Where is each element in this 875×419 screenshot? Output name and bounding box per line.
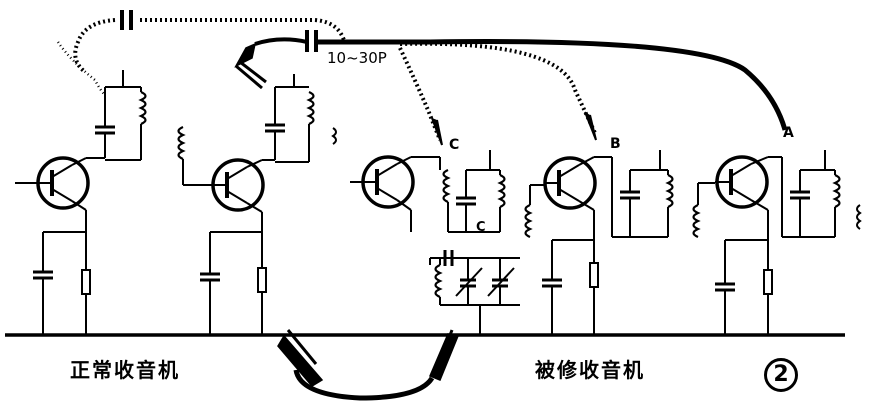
probe-lead-b xyxy=(399,41,597,134)
capacitor-c-label: C xyxy=(476,220,486,235)
transistor-qa-repair xyxy=(715,155,769,211)
alligator-clip-top xyxy=(234,42,267,90)
test-capacitor xyxy=(305,30,318,52)
transistor-qc-repair xyxy=(350,155,415,211)
transistor-qb-repair xyxy=(543,156,597,211)
alligator-clip-bottom-left xyxy=(277,329,324,387)
alligator-clip-bottom-right xyxy=(429,329,460,381)
normal-radio-label: 正常收音机 xyxy=(70,358,180,382)
point-a-label: A xyxy=(783,125,794,141)
test-capacitor-label: 10~30P xyxy=(327,49,387,67)
ground-clip-lead xyxy=(293,369,435,401)
repair-radio-label: 被修收音机 xyxy=(535,358,645,382)
figure-number: 2 xyxy=(764,358,798,392)
point-c-label: C xyxy=(449,137,460,153)
transistor-q2-normal xyxy=(211,158,265,213)
point-b-label: B xyxy=(610,136,621,152)
oscillator-tank xyxy=(429,250,520,335)
antenna-coupling-lead xyxy=(73,18,116,74)
transistor-q1-normal xyxy=(15,156,90,211)
probe-lead-a xyxy=(318,39,788,131)
